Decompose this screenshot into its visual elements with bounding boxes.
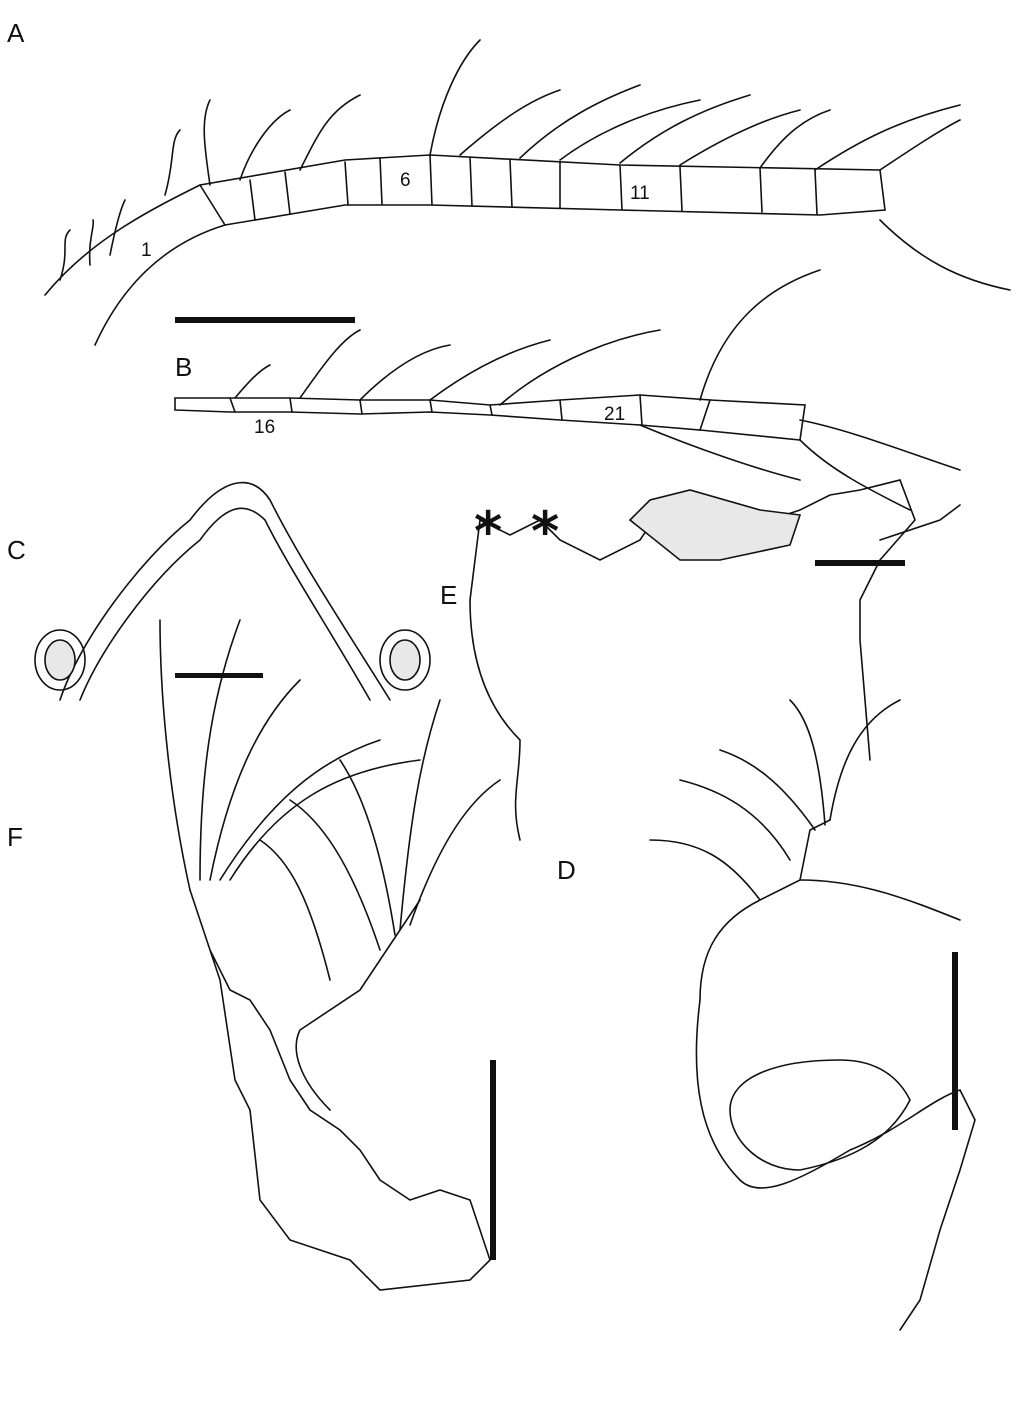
scale-bar-f [490, 1060, 496, 1260]
scale-bar-c [175, 673, 263, 678]
panel-label-c: C [7, 535, 26, 565]
segment-label-1: 1 [141, 240, 152, 261]
segment-label-16: 16 [254, 417, 276, 438]
segment-label-21: 21 [604, 404, 626, 425]
asterisk-marker-1: * [474, 500, 503, 563]
panel-c-labrum-drawing [34, 481, 431, 701]
segment-label-11: 11 [630, 183, 650, 204]
panel-b-antenna-drawing [174, 269, 961, 511]
panel-f-appendage-drawing [159, 619, 501, 1291]
asterisk-marker-2: * [531, 500, 560, 563]
panel-a-antenna-drawing [44, 39, 1011, 346]
segment-label-6: 6 [400, 170, 411, 191]
panel-label-a: A [7, 18, 25, 48]
panel-e-mandible-drawing [469, 479, 961, 841]
panel-label-d: D [557, 855, 576, 885]
panel-label-b: B [175, 352, 193, 382]
scale-bar-a [175, 317, 355, 323]
scale-bar-e [815, 560, 905, 566]
panel-label-f: F [7, 822, 23, 852]
panel-label-e: E [440, 580, 458, 610]
scale-bar-d [952, 952, 958, 1130]
panel-d-appendage-drawing [649, 699, 976, 1331]
